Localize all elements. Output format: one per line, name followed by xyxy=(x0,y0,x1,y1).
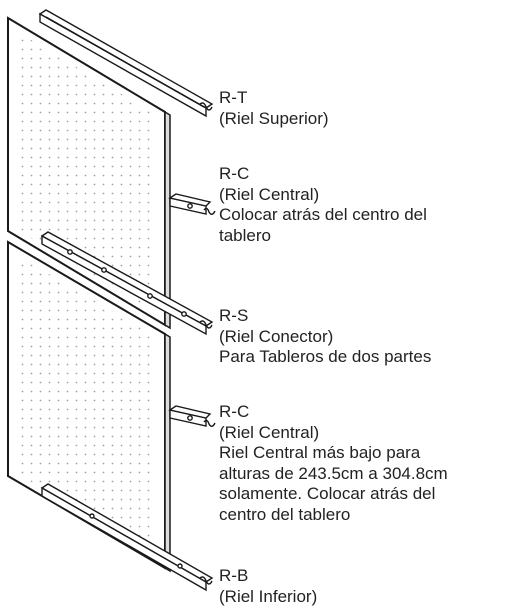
center-rail-lower xyxy=(168,405,216,427)
part-note: centro del tablero xyxy=(219,504,351,524)
part-name: (Riel Inferior) xyxy=(219,586,318,606)
part-name: (Riel Central) xyxy=(219,422,320,442)
part-note: solamente. Colocar atrás del xyxy=(219,484,436,503)
part-note: Colocar atrás del centro del xyxy=(219,205,427,224)
part-label-bottom-rail: R-B (Riel Inferior) xyxy=(219,566,509,607)
part-note: Riel Central más bajo para xyxy=(219,443,421,462)
center-rail-upper xyxy=(168,193,216,215)
part-code: R-S xyxy=(219,306,249,325)
part-label-center-rail-upper: R-C (Riel Central) Colocar atrás del cen… xyxy=(219,164,509,246)
part-label-center-rail-lower: R-C (Riel Central) Riel Central más bajo… xyxy=(219,402,509,525)
part-label-connector-rail: R-S (Riel Conector) Para Tableros de dos… xyxy=(219,306,509,368)
part-label-top-rail: R-T (Riel Superior) xyxy=(219,88,509,129)
part-code: R-C xyxy=(219,402,250,421)
part-code: R-T xyxy=(219,88,248,107)
part-code: R-B xyxy=(219,566,249,585)
part-code: R-C xyxy=(219,164,250,183)
part-note: tablero xyxy=(219,225,271,245)
part-note: alturas de 243.5cm a 304.8cm xyxy=(219,463,448,483)
part-name: (Riel Conector) xyxy=(219,326,334,346)
bottom-rail xyxy=(40,483,214,592)
top-rail xyxy=(38,9,214,118)
part-note: Para Tableros de dos partes xyxy=(219,347,432,366)
part-name: (Riel Superior) xyxy=(219,108,329,128)
part-name: (Riel Central) xyxy=(219,184,320,204)
connector-rail xyxy=(40,231,214,336)
